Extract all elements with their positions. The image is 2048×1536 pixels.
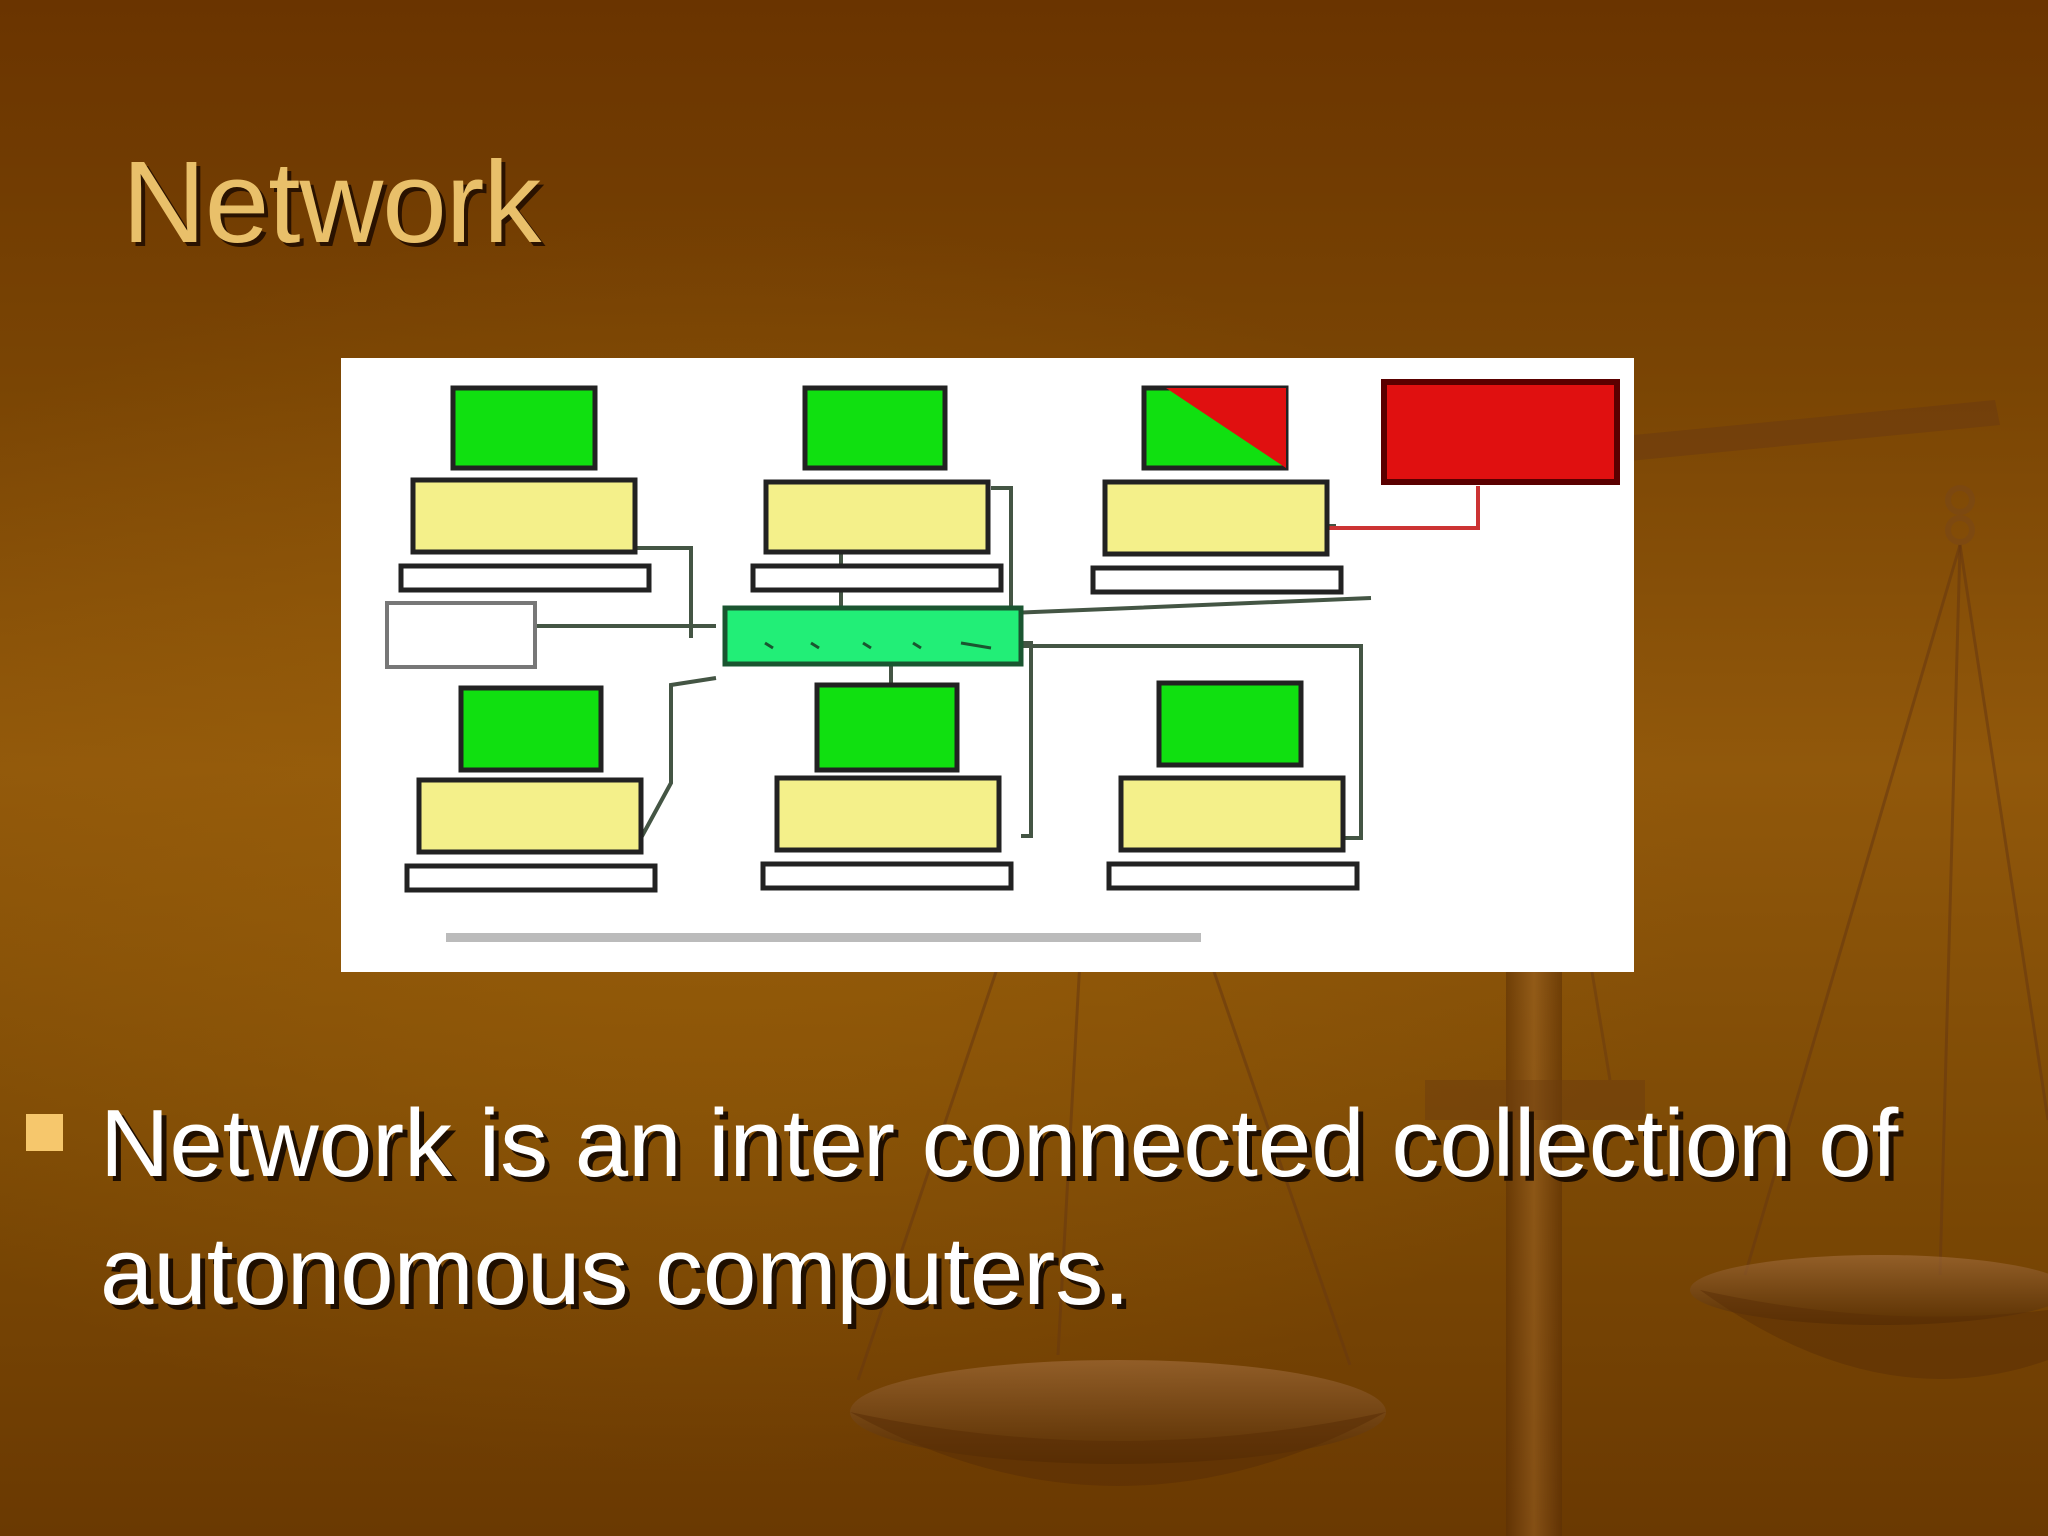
bullet-text: Network is an inter connected collection… (100, 1090, 1899, 1325)
left-node-box (385, 601, 537, 669)
network-switch (722, 605, 1024, 667)
figure-caption (446, 933, 1201, 942)
computer-1 (398, 385, 652, 593)
network-diagram (341, 358, 1634, 972)
alert-box (1381, 379, 1620, 485)
bullet-list: Network is an inter connected collection… (0, 1080, 2048, 1336)
slide-title: Network (122, 137, 541, 267)
computer-6 (1106, 680, 1360, 891)
computer-3 (1090, 385, 1344, 595)
computer-4 (404, 685, 658, 893)
bullet-item: Network is an inter connected collection… (0, 1080, 2048, 1336)
computer-2 (750, 385, 1004, 593)
square-bullet-icon (26, 1114, 63, 1151)
computer-5 (760, 682, 1014, 891)
